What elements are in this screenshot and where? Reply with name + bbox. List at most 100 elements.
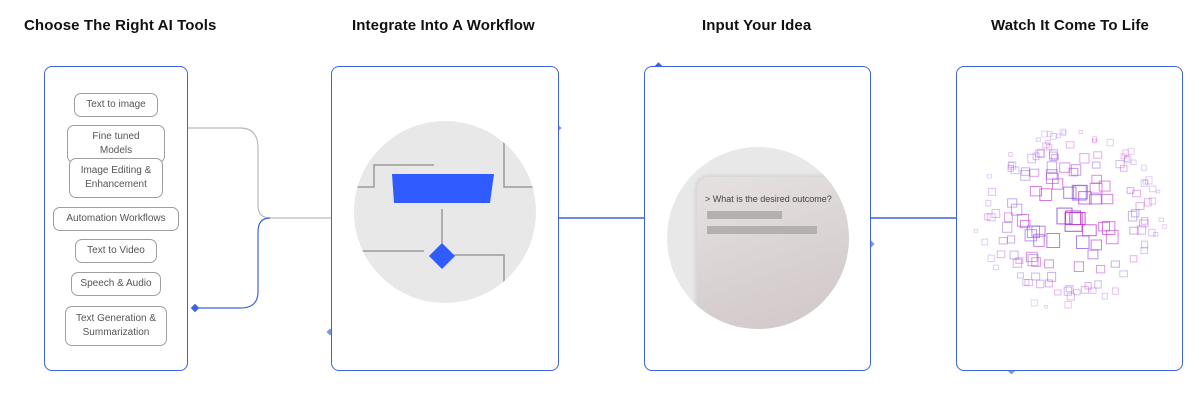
- input-card: > What is the desired outcome?: [644, 66, 871, 371]
- prompt-placeholder-line: [707, 211, 782, 219]
- particle-square: [1153, 232, 1159, 237]
- particle-square: [1096, 265, 1106, 274]
- prompt-placeholder-line: [707, 226, 817, 234]
- particle-square: [1059, 128, 1067, 135]
- particle-square: [1056, 207, 1073, 225]
- particle-square: [1064, 212, 1083, 232]
- tool-pill-text-to-video[interactable]: Text to Video: [75, 239, 157, 263]
- particle-square: [1030, 299, 1038, 307]
- particle-square: [1039, 188, 1053, 202]
- particle-square: [1063, 286, 1072, 296]
- particle-square: [1119, 270, 1129, 278]
- particle-square: [998, 237, 1008, 245]
- diamond-marker: [190, 303, 200, 313]
- particle-square: [1148, 228, 1156, 237]
- particle-square: [1008, 152, 1013, 157]
- particle-square: [981, 238, 989, 246]
- particle-square: [1024, 279, 1034, 287]
- particle-square: [1126, 187, 1135, 194]
- particle-square: [1098, 180, 1111, 192]
- particle-square: [1127, 210, 1138, 222]
- particle-square: [1007, 161, 1017, 170]
- tool-pill-image-editing[interactable]: Image Editing & Enhancement: [69, 158, 163, 198]
- particle-square: [1136, 225, 1147, 235]
- particle-square: [1022, 279, 1030, 286]
- particle-square: [1144, 198, 1152, 207]
- particle-square: [1044, 259, 1054, 269]
- tool-pill-text-to-image[interactable]: Text to image: [74, 93, 158, 117]
- particle-square: [1064, 301, 1072, 309]
- particle-square: [1061, 130, 1067, 136]
- particle-square: [1101, 292, 1108, 300]
- particle-square: [1059, 162, 1071, 173]
- particle-square: [1031, 225, 1046, 237]
- particle-square: [1012, 258, 1023, 268]
- workflow-diagram-icon: [354, 121, 536, 291]
- particle-square: [1139, 219, 1149, 228]
- workflow-circle: [354, 121, 536, 303]
- particle-square: [1090, 239, 1103, 251]
- particle-square: [1037, 148, 1046, 158]
- particle-square: [1008, 161, 1015, 168]
- particle-square: [1131, 209, 1140, 218]
- particle-square: [1140, 179, 1149, 187]
- particle-square: [1031, 272, 1041, 281]
- particle-square: [1115, 160, 1125, 169]
- particle-square: [1019, 219, 1031, 229]
- particle-square: [1087, 249, 1099, 260]
- particle-square: [1123, 155, 1132, 164]
- particle-square: [1051, 154, 1059, 161]
- particle-square: [1162, 224, 1167, 229]
- particle-square: [1080, 286, 1090, 294]
- particle-square: [1031, 257, 1041, 267]
- particle-square: [1053, 289, 1062, 296]
- bracket-connector-lower: [196, 217, 271, 309]
- particle-square: [1046, 161, 1058, 173]
- step-title-1: Choose The Right AI Tools: [24, 17, 217, 34]
- particle-square: [1029, 186, 1043, 197]
- particle-square: [987, 187, 997, 196]
- particle-square: [1070, 164, 1082, 176]
- particle-square: [1016, 214, 1030, 227]
- particle-square: [1010, 166, 1020, 175]
- particle-square: [1141, 217, 1149, 225]
- particle-square: [986, 174, 992, 179]
- particle-square: [1084, 282, 1092, 290]
- particle-square: [1035, 137, 1041, 142]
- prompt-question: > What is the desired outcome?: [705, 194, 832, 204]
- particle-square: [1098, 221, 1110, 232]
- particle-square: [984, 213, 991, 221]
- particle-square: [1155, 189, 1161, 194]
- particle-square: [1046, 144, 1053, 151]
- particle-sphere: [973, 128, 1167, 309]
- particle-square: [1130, 159, 1137, 166]
- particle-square: [1093, 151, 1103, 159]
- particle-square: [1049, 133, 1057, 140]
- particle-square: [1105, 229, 1119, 245]
- particle-square: [1049, 149, 1059, 160]
- particle-square: [1073, 261, 1085, 273]
- tool-pill-speech-audio[interactable]: Speech & Audio: [71, 272, 161, 296]
- particle-square: [1092, 136, 1098, 142]
- particle-square: [1028, 168, 1040, 177]
- particle-square: [973, 228, 979, 233]
- particle-square: [1123, 156, 1130, 162]
- particle-square: [1089, 194, 1103, 205]
- particle-square: [1047, 271, 1057, 282]
- prompt-circle: > What is the desired outcome?: [667, 147, 849, 329]
- particle-square: [1089, 182, 1103, 194]
- particle-square: [986, 213, 996, 222]
- tool-pill-text-generation[interactable]: Text Generation & Summarization: [65, 306, 167, 346]
- tool-pill-automation-workflows[interactable]: Automation Workflows: [53, 207, 179, 231]
- particle-square: [1032, 152, 1040, 161]
- particle-square: [1072, 185, 1088, 200]
- particle-square: [1049, 151, 1058, 161]
- tool-pill-fine-tuned-models[interactable]: Fine tuned Models: [67, 125, 165, 163]
- particle-square: [1149, 197, 1157, 205]
- particle-square: [1089, 287, 1097, 294]
- particle-square: [1042, 142, 1050, 149]
- process-node-shape: [392, 174, 494, 203]
- particle-square: [1045, 279, 1053, 288]
- workflow-card: [331, 66, 559, 371]
- particle-square: [1141, 240, 1149, 249]
